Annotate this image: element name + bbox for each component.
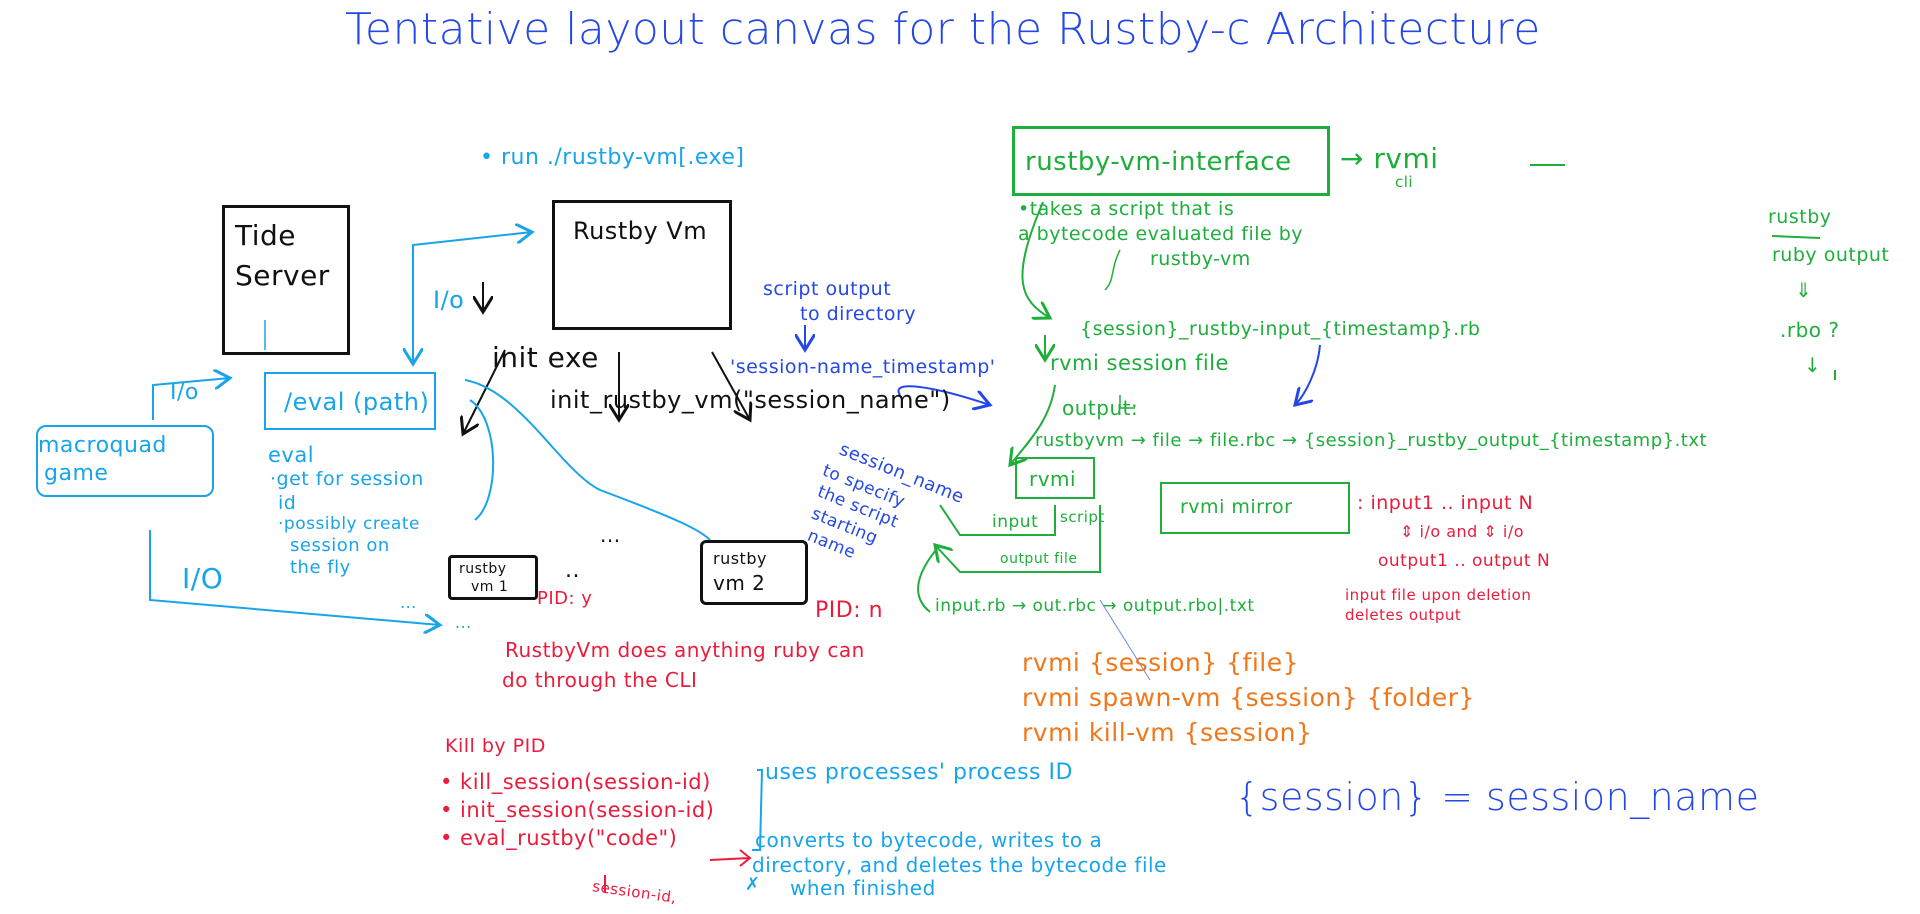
right-col-item: ruby output [1772,244,1890,266]
mirror-inputs: : input1 .. input N [1357,492,1534,514]
right-col-item: rustby [1768,206,1832,228]
arrow-to-vm2 [711,351,750,420]
init-call: init_rustby_vm("session_name") [550,386,951,414]
output-pipeline: rustbyvm → file → file.rbc → {session}_r… [1035,430,1708,451]
takes-note: rustby-vm [1150,248,1251,270]
io-arrow-left [152,378,230,420]
takes-note: •takes a script that is [1018,198,1235,220]
scribble-mark: ✗ [745,874,761,895]
vm1-label: rustby [459,561,507,577]
right-col-item: ⇓ [1795,278,1813,302]
does-anything-note: RustbyVm does anything ruby can [505,638,865,662]
rustby-vm-interface-box: rustby-vm-interface [1012,126,1330,196]
cyan-ellipsis-2: ... [455,613,472,632]
macroquad-label: macroquad [38,433,167,458]
eval-curve-2 [469,399,495,521]
input-loop [939,504,1056,536]
session-arrow [897,385,990,405]
rvmi-command: rvmi kill-vm {session} [1022,718,1313,747]
interface-label: rustby-vm-interface [1025,147,1292,177]
cyan-ellipsis: ... [400,593,417,612]
arrow-to-vm1 [463,349,506,434]
does-anything-note-2: do through the CLI [502,668,698,692]
tide-server-box: Tide Server [222,205,350,355]
input-file-pattern: {session}_rustby-input_{timestamp}.rb [1080,318,1481,340]
io-label-top: I/o [433,286,465,314]
converts-note: directory, and deletes the bytecode file [752,853,1167,877]
vm2-label: rustby [713,549,767,568]
eval-note: session on [290,535,390,556]
rvmi-command: rvmi {session} {file} [1022,648,1300,677]
mirror-io: ⇕ i/o and ⇕ i/o [1400,522,1525,541]
function-item: • init_session(session-id) [440,798,715,822]
flow-label: input.rb → out.rbc → output.rbo|.txt [935,596,1255,616]
right-col-item: .rbo ? [1780,318,1840,342]
vm1-label-2: vm 1 [471,579,509,595]
vm-ellipsis-top: ... [600,523,621,547]
bracket [752,769,764,851]
script-label: script [1060,508,1105,526]
function-item: • kill_session(session-id) [440,770,711,794]
vm2-box: rustby vm 2 [700,540,808,605]
session-equation: {session} = session_name [1235,775,1760,819]
tide-server-label-2: Server [235,259,330,292]
macroquad-label-2: game [44,461,109,486]
takes-note: a bytecode evaluated file by [1018,223,1304,245]
eval-note: ·get for session [270,468,424,490]
vm-ellipsis: .. [565,558,580,583]
output-label: output: [1062,396,1139,420]
rustby-vm-label: Rustby Vm [573,217,708,245]
session-timestamp: 'session-name_timestamp' [730,356,996,378]
uses-pid-note: uses processes' process ID [765,760,1073,785]
eval-to-vm-curve [464,379,711,541]
pid-n: PID: n [815,598,884,623]
page-title: Tentative layout canvas for the Rustby-c… [345,4,1541,55]
tide-server-label: Tide [235,219,297,252]
eval-note: eval [268,443,315,467]
macroquad-game-box: macroquad game [36,425,214,497]
rvmi-mirror-box: rvmi mirror [1160,482,1350,534]
script-output-note: script output [763,278,892,300]
io-arrow-bottom [149,530,440,625]
deletion-note-2: deletes output [1345,606,1462,624]
eval-path-label: /eval (path) [284,388,430,416]
io-label-bottom: I/O [182,562,224,595]
kill-by-pid-heading: Kill by PID [445,735,546,757]
rvmi-label: → rvmi [1340,142,1439,175]
converts-note: when finished [790,876,936,900]
eval-note: id [278,492,297,514]
converts-note: converts to bytecode, writes to a [755,828,1103,852]
output-file-label: output file [1000,551,1078,567]
script-output-note-2: to directory [800,303,917,325]
rustby-vm-box: Rustby Vm [552,200,732,330]
init-exe-label: init exe [492,341,599,374]
output-file-loop [935,505,1101,573]
rvmi-box-label: rvmi [1029,467,1077,491]
eval-path-box: /eval (path) [264,372,436,430]
rvmi-box: rvmi [1015,457,1095,499]
deletion-note: input file upon deletion [1345,586,1532,604]
vm1-box: rustby vm 1 [448,555,538,600]
session-file-label: rvmi session file [1050,351,1229,375]
rvmi-mirror-label: rvmi mirror [1180,496,1293,518]
eval-note: ·possibly create [278,514,420,534]
io-label-left: I/o [170,380,199,405]
input-label: input [992,512,1039,532]
mirror-outputs: output1 .. output N [1378,551,1551,571]
eval-note: the fly [290,557,351,578]
run-note: • run ./rustby-vm[.exe] [480,145,745,170]
pid-y: PID: y [537,588,593,609]
cli-label: cli [1395,173,1414,191]
vm2-label-2: vm 2 [713,571,766,595]
right-col-item: ↓ [1804,353,1822,377]
function-item: • eval_rustby("code") [440,826,678,850]
rvmi-command: rvmi spawn-vm {session} {folder} [1022,683,1475,712]
